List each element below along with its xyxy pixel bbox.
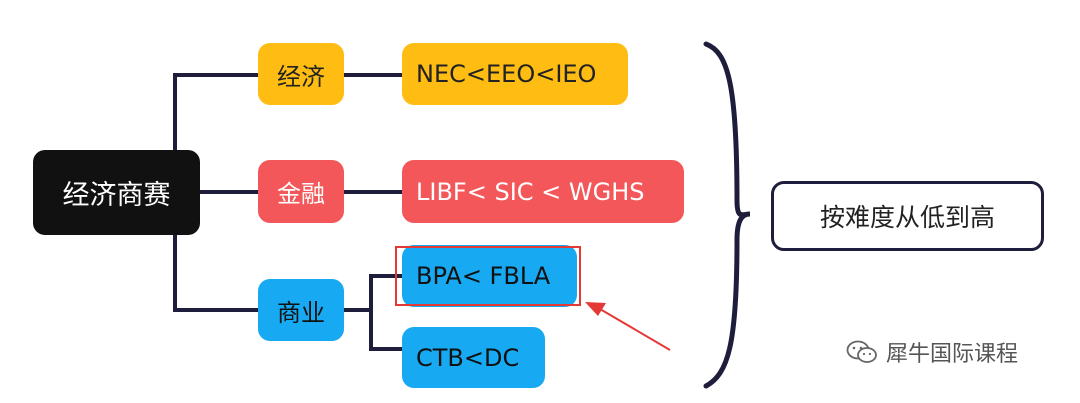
summary-label: 按难度从低到高 <box>819 203 995 232</box>
root-label: 经济商赛 <box>62 180 171 211</box>
category-economics: 经济 <box>258 43 344 105</box>
leaf-business-1: BPA< FBLA <box>402 245 577 307</box>
category-finance-label: 金融 <box>277 180 325 208</box>
leaf-business-2: CTB<DC <box>402 327 545 388</box>
highlight-arrow <box>585 302 671 351</box>
root-node: 经济商赛 <box>33 150 200 235</box>
highlight-box <box>395 246 581 306</box>
leaf-finance-label: LIBF< SIC < WGHS <box>416 177 645 206</box>
summary-brace <box>703 41 751 389</box>
leaf-economics-label: NEC<EEO<IEO <box>416 60 597 88</box>
leaf-finance: LIBF< SIC < WGHS <box>402 160 684 223</box>
connector-business-leaves <box>342 274 404 351</box>
summary-box: 按难度从低到高 <box>771 181 1044 251</box>
category-business-label: 商业 <box>277 298 325 327</box>
watermark-text: 犀牛国际课程 <box>886 342 1019 367</box>
category-economics-label: 经济 <box>277 62 325 91</box>
category-business: 商业 <box>258 279 344 341</box>
leaf-business-1-label: BPA< FBLA <box>416 262 551 290</box>
wechat-icon <box>846 340 877 363</box>
leaf-economics: NEC<EEO<IEO <box>402 43 628 105</box>
watermark: 犀牛国际课程 <box>846 336 1018 368</box>
category-finance: 金融 <box>258 160 344 223</box>
leaf-business-2-label: CTB<DC <box>416 343 520 372</box>
